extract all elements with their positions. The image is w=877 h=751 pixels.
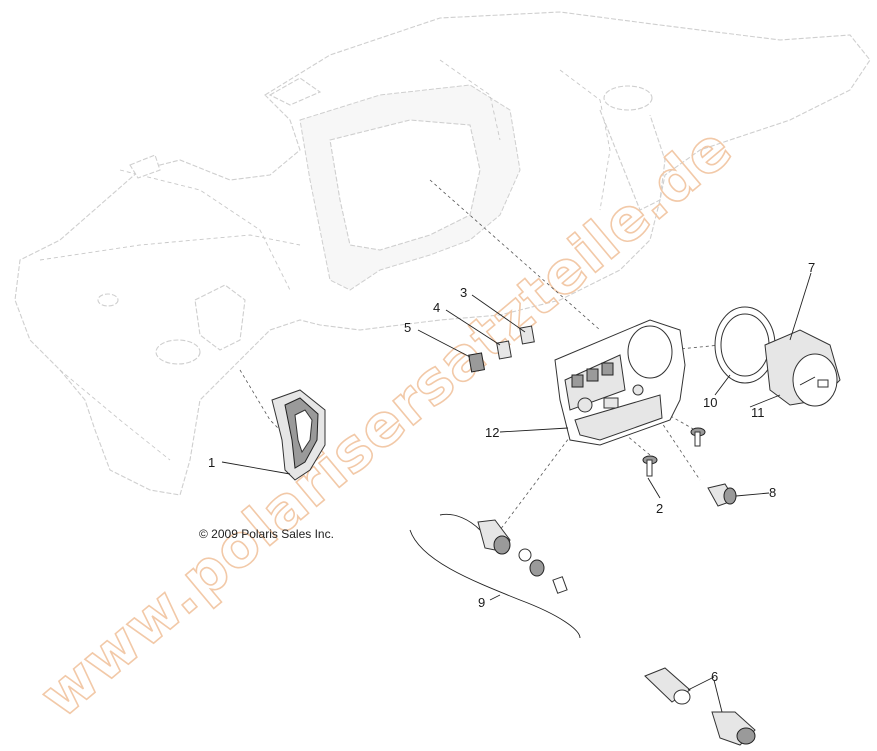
part-12-instrument-panel: [554, 319, 686, 446]
callout-5: 5: [404, 320, 411, 335]
part-11-speedometer: [764, 329, 841, 407]
callout-4: 4: [433, 300, 440, 315]
dashboard-body-ghost: [14, 11, 871, 496]
callout-7: 7: [808, 260, 815, 275]
callout-8: 8: [769, 485, 776, 500]
part-1-trim-bezel: [271, 389, 326, 481]
callout-3: 3: [460, 285, 467, 300]
callout-9: 9: [478, 595, 485, 610]
callout-12: 12: [485, 425, 499, 440]
part-3-switch-plug: [519, 325, 535, 345]
part-8-indicator: [707, 483, 737, 507]
copyright-notice: © 2009 Polaris Sales Inc.: [199, 527, 334, 541]
callout-11: 11: [751, 405, 765, 420]
leader-lines: [221, 272, 812, 713]
callout-2: 2: [656, 501, 663, 516]
part-5-switch: [468, 352, 486, 373]
part-2-screw: [642, 427, 706, 477]
callout-1: 1: [208, 455, 215, 470]
part-9-ignition-switch: [409, 513, 581, 639]
part-4-switch-plug: [496, 340, 512, 360]
callout-6: 6: [711, 669, 718, 684]
callout-10: 10: [703, 395, 717, 410]
part-6-power-outlet: [644, 667, 756, 746]
